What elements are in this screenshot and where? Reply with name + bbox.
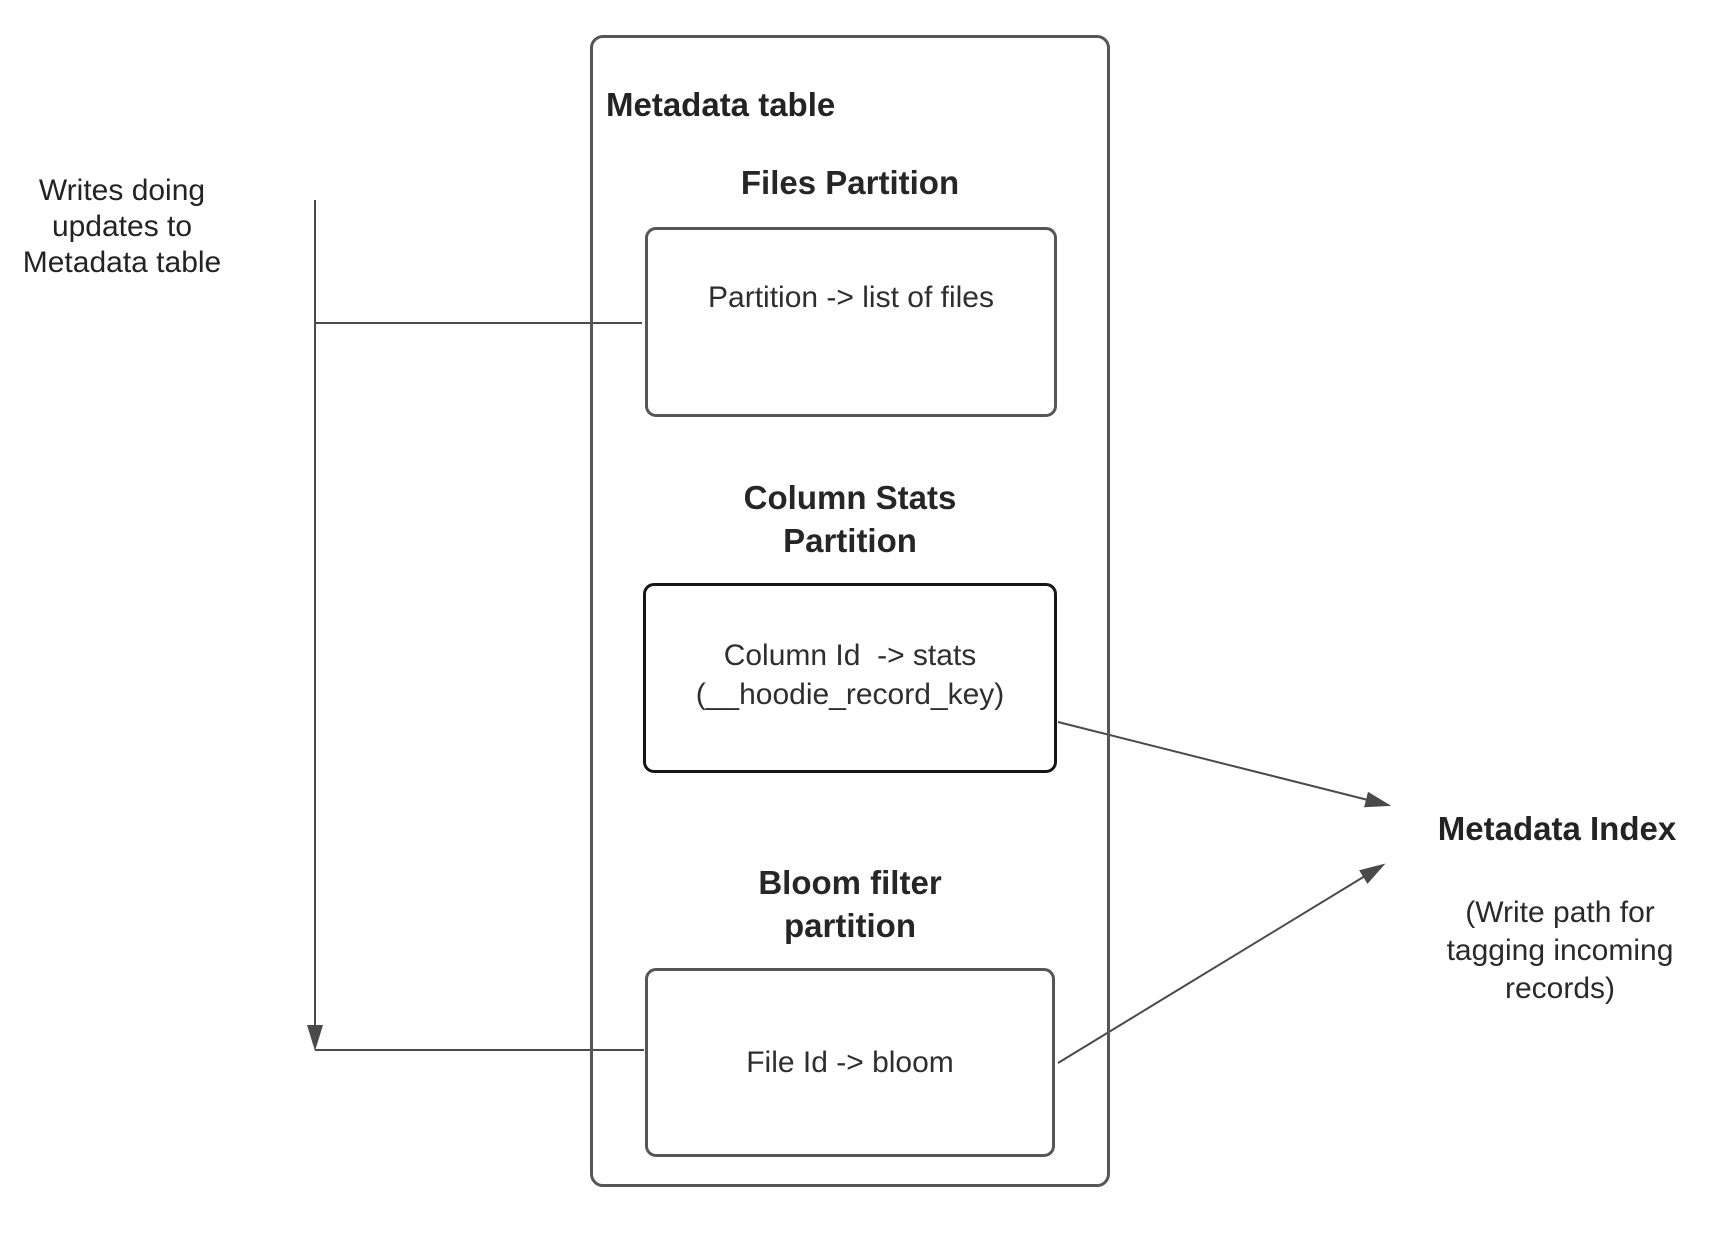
- writes-note: Writes doing updates to Metadata table: [22, 174, 222, 279]
- metadata-index-title: Metadata Index: [1437, 810, 1677, 847]
- bloom-filter-partition-mapping: File Id -> bloom: [746, 1046, 954, 1079]
- column-stats-partition-box: Column Id -> stats (__hoodie_record_key): [643, 583, 1057, 773]
- files-partition-heading: Files Partition: [740, 164, 960, 201]
- bloom-filter-partition-heading: Bloom filter partition: [758, 864, 942, 944]
- column-stats-partition-heading: Column Stats Partition: [743, 479, 957, 559]
- files-partition-box: Partition -> list of files: [645, 227, 1057, 417]
- metadata-table-box: [590, 35, 1110, 1187]
- bloom-filter-partition-box: File Id -> bloom: [645, 968, 1055, 1157]
- metadata-table-title: Metadata table: [606, 86, 836, 123]
- files-partition-mapping: Partition -> list of files: [708, 281, 994, 314]
- metadata-index-subtitle: (Write path for tagging incoming records…: [1446, 896, 1674, 1005]
- column-stats-partition-mapping: Column Id -> stats (__hoodie_record_key): [695, 639, 1005, 711]
